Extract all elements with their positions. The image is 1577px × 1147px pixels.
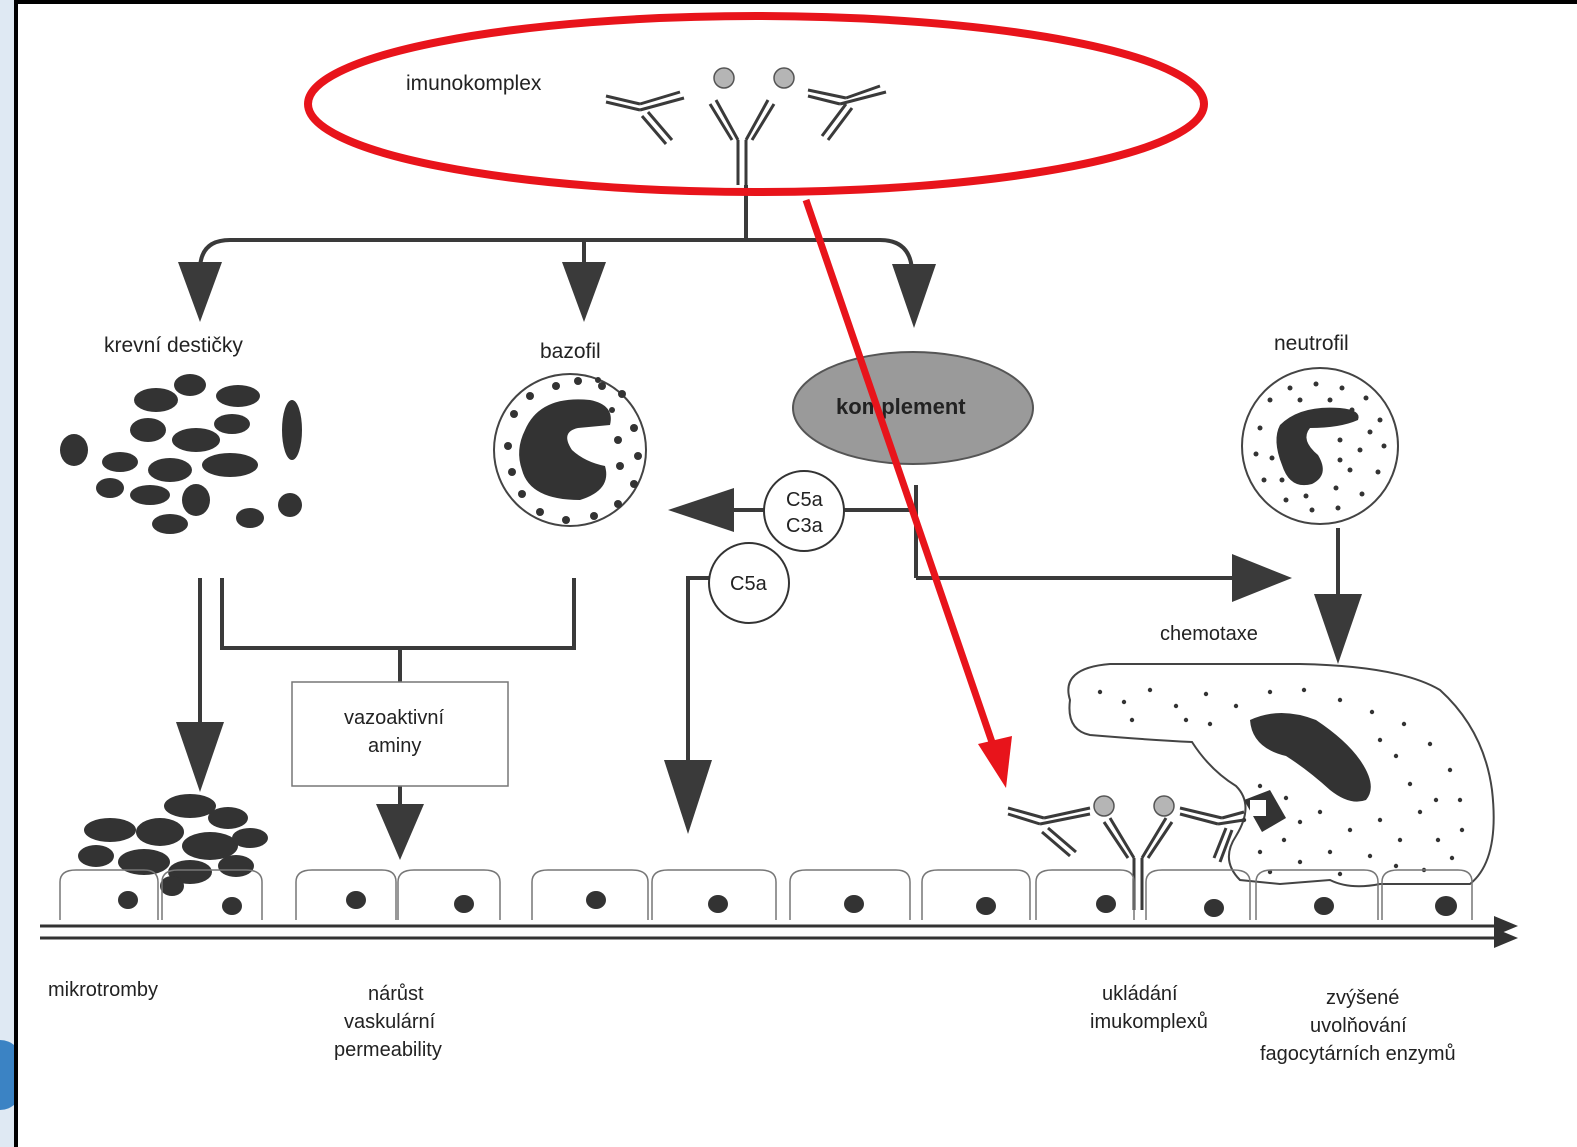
arrow-chemotaxis	[1232, 554, 1292, 602]
arrow-c5a-down	[664, 760, 712, 834]
endothelial-cells	[59, 869, 1473, 920]
c5a-label: C5a	[730, 573, 768, 595]
enzymes-label-1: zvýšené	[1326, 987, 1399, 1009]
basophil-label: bazofil	[540, 340, 601, 363]
vasoactive-label-2: aminy	[368, 735, 421, 757]
arrow-to-permeability	[376, 804, 424, 860]
neutrophil-down-arrow	[1314, 594, 1362, 664]
branch-lines	[198, 185, 914, 271]
platelets-cluster	[60, 374, 302, 534]
arrow-to-basophil-c5a	[668, 488, 734, 532]
phagocyte-cell	[1067, 663, 1495, 888]
deposited-antibodies	[1007, 790, 1286, 910]
permeability-label-3: permeability	[334, 1039, 442, 1061]
deposition-label-1: ukládání	[1102, 983, 1178, 1005]
c5a-c3a-badge	[763, 470, 845, 552]
vasoactive-label-1: vazoaktivní	[344, 707, 444, 729]
c5a-c3a-label-2: C3a	[786, 515, 824, 537]
permeability-label-2: vaskulární	[344, 1011, 436, 1033]
microthrombi-cluster	[78, 794, 268, 896]
arrow-to-microthrombi	[176, 722, 224, 792]
chemotaxis-label: chemotaxe	[1160, 623, 1258, 645]
arrow-to-platelets	[178, 262, 222, 322]
basophil-cell	[493, 373, 647, 527]
arrow-to-complement	[892, 264, 936, 328]
neutrophil-label: neutrofil	[1274, 332, 1349, 355]
diagram-frame	[14, 0, 1577, 1147]
arrow-to-basophil	[562, 262, 606, 322]
highlight-annotation	[304, 12, 1208, 788]
complement-blob	[792, 351, 1034, 465]
immunocomplex-label: imunokomplex	[406, 72, 542, 95]
permeability-label-1: nárůst	[368, 983, 424, 1005]
neutrophil-cell	[1241, 367, 1399, 525]
complement-label: komplement	[836, 394, 966, 419]
enzymes-label-2: uvolňování	[1310, 1015, 1407, 1037]
c5a-badge	[708, 542, 790, 624]
vasoactive-box	[291, 681, 509, 787]
enzymes-label-3: fagocytárních enzymů	[1260, 1043, 1456, 1065]
microthrombi-label: mikrotromby	[48, 979, 158, 1001]
deposition-label-2: imukomplexů	[1090, 1011, 1208, 1033]
immunocomplex-antibodies	[605, 67, 887, 185]
c5a-c3a-label-1: C5a	[786, 489, 824, 511]
platelets-label: krevní destičky	[104, 334, 243, 357]
vessel-baseline	[40, 916, 1518, 948]
